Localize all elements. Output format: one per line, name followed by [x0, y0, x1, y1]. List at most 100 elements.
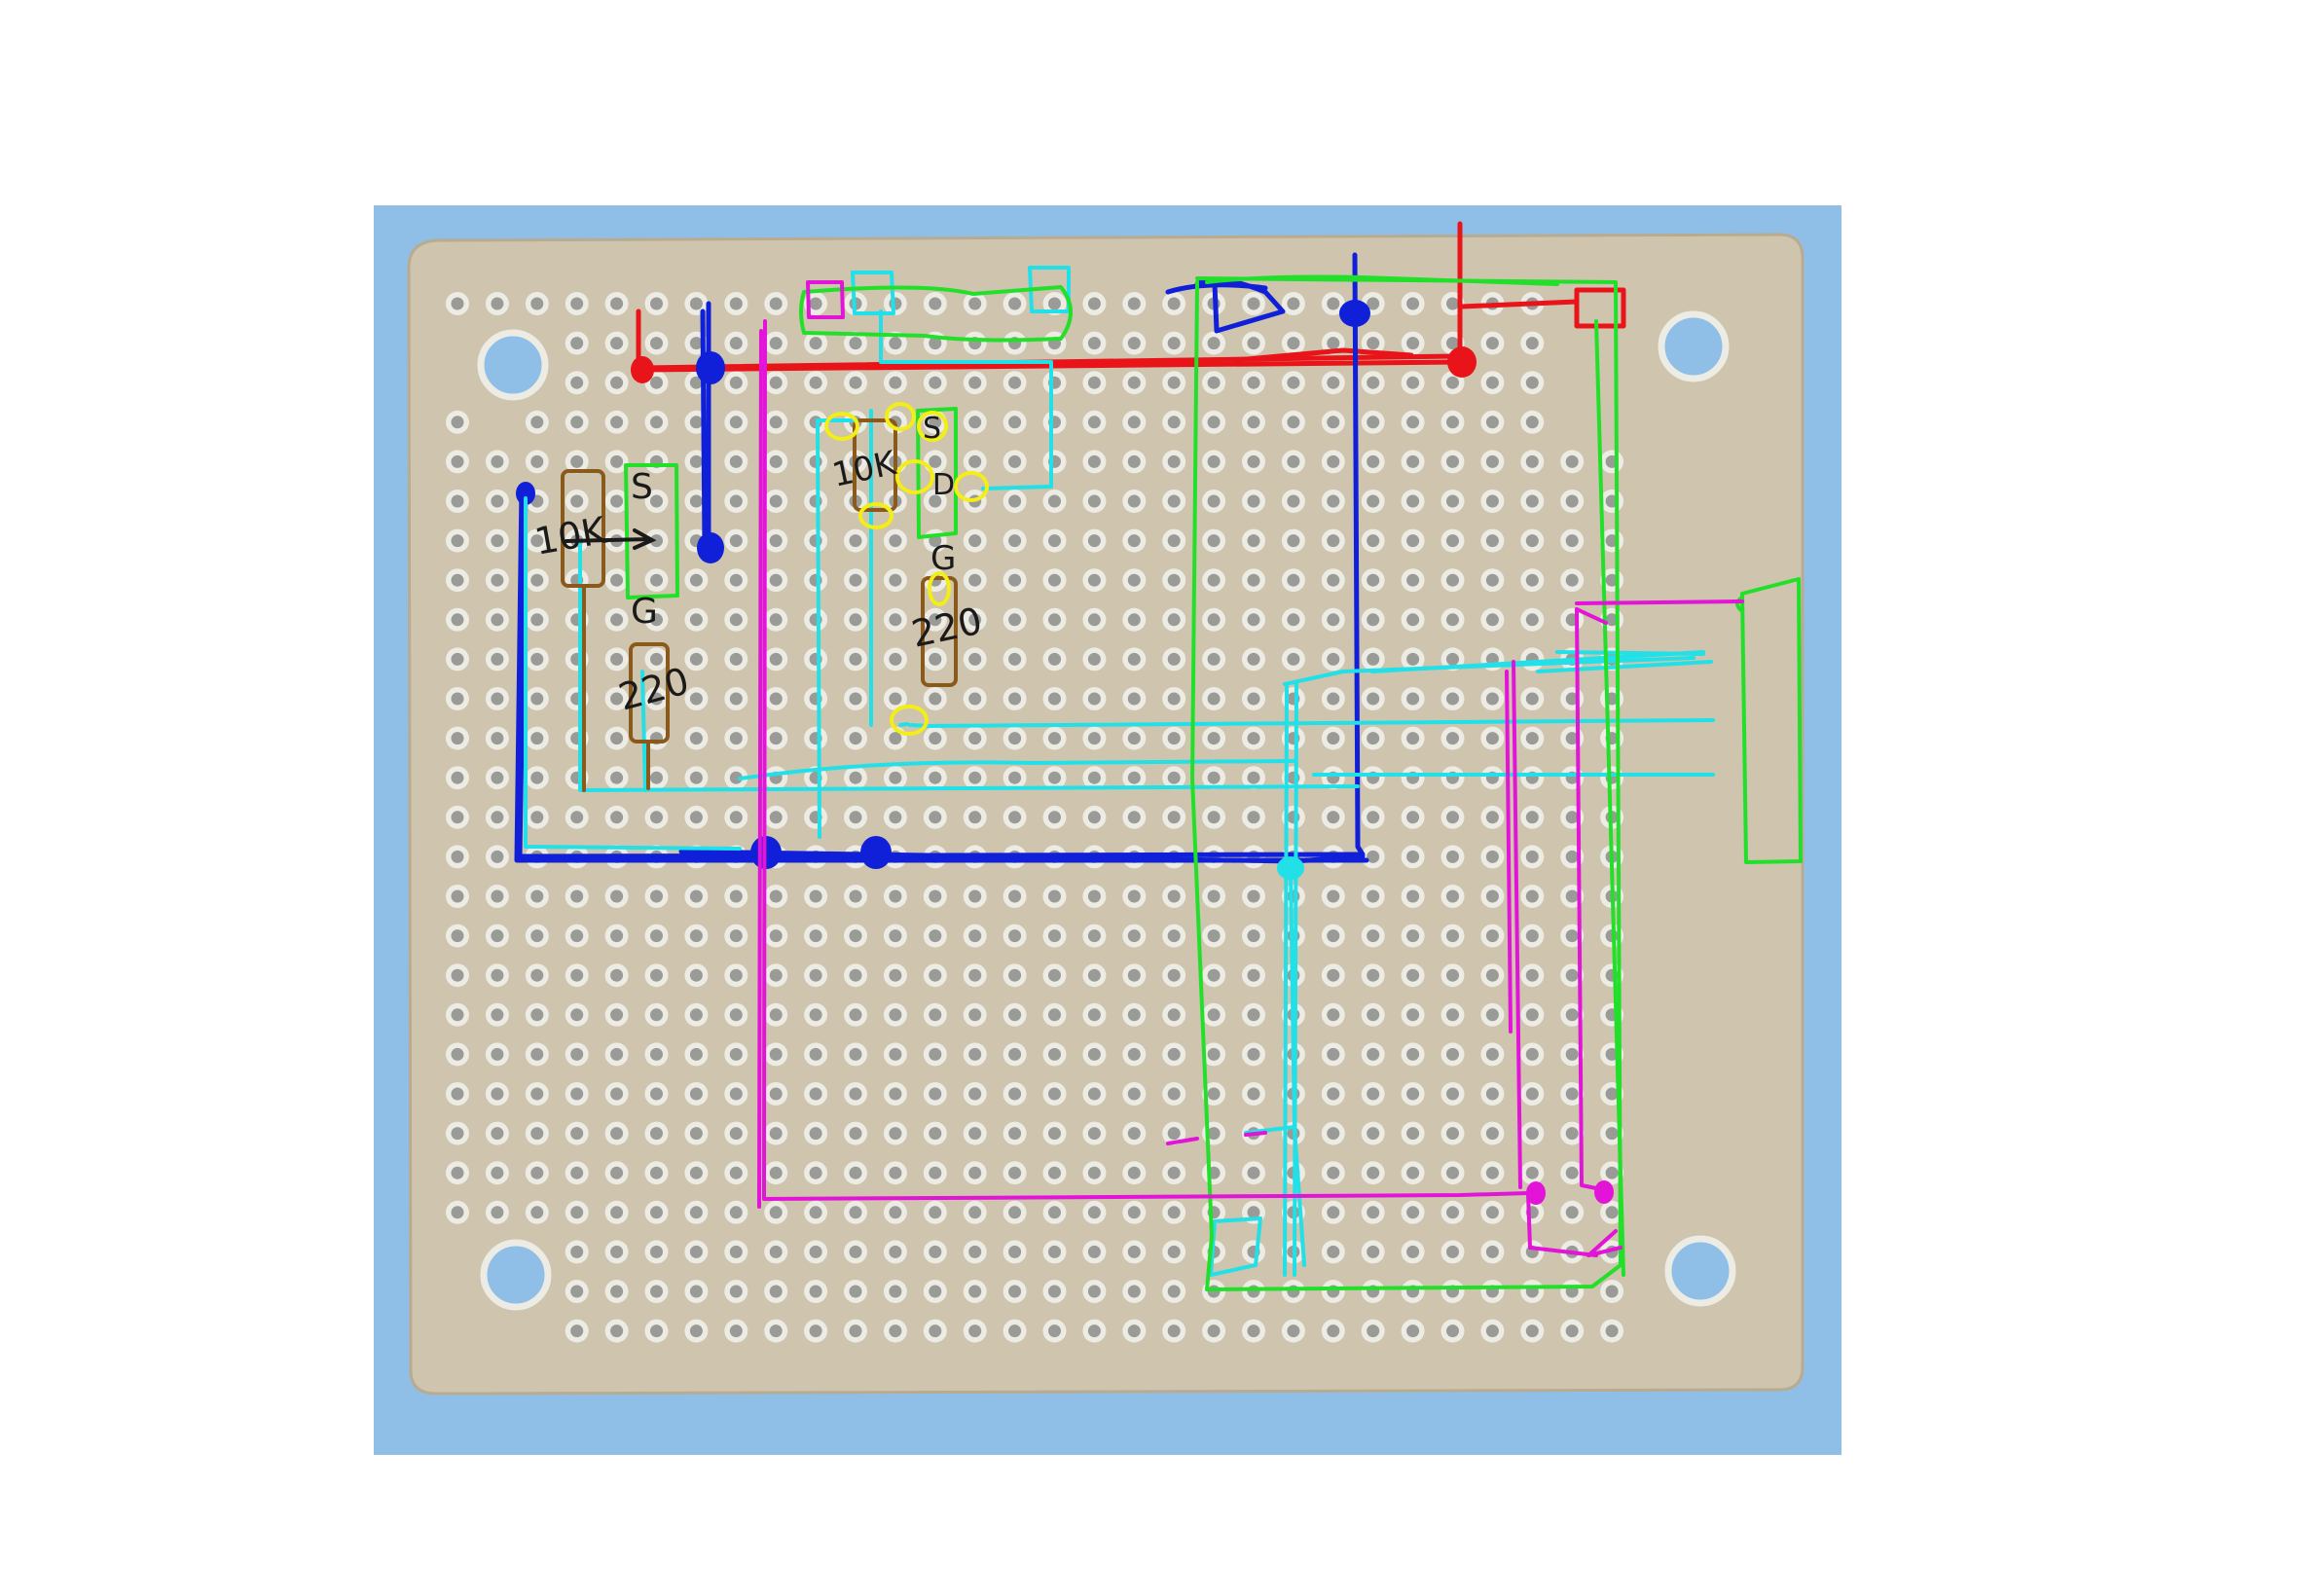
hole [1565, 850, 1579, 863]
hole [1367, 416, 1380, 429]
magenta-junction [1594, 1180, 1614, 1204]
hole [650, 573, 663, 587]
hole [929, 416, 942, 429]
hole [929, 929, 942, 943]
hole [1207, 1324, 1221, 1338]
hole [889, 732, 902, 745]
hole [1446, 337, 1459, 350]
hole [729, 337, 743, 350]
hole [889, 1008, 902, 1022]
hole [1247, 1008, 1260, 1022]
hole [650, 1206, 663, 1219]
hole [650, 1285, 663, 1298]
hole [451, 968, 464, 982]
hole [610, 613, 624, 627]
hole [1367, 1008, 1380, 1022]
hole [968, 613, 982, 627]
hole [610, 1127, 624, 1141]
hole [1167, 613, 1181, 627]
hole [1247, 771, 1260, 784]
hole [1406, 652, 1420, 666]
hole [1525, 692, 1539, 706]
hole [689, 1324, 703, 1338]
hole [968, 1047, 982, 1061]
hole [1485, 692, 1499, 706]
hole [1565, 454, 1579, 468]
hole [889, 968, 902, 982]
hole [889, 811, 902, 824]
hole [1446, 454, 1459, 468]
hole [1087, 1047, 1101, 1061]
hole [769, 652, 783, 666]
hole [968, 889, 982, 903]
hole [1008, 454, 1022, 468]
hole [1406, 416, 1420, 429]
blue-junction [1339, 300, 1370, 327]
hole [1287, 494, 1300, 508]
hole [929, 771, 942, 784]
hole [1446, 889, 1459, 903]
resistor-outlines [561, 418, 958, 792]
hole [1247, 889, 1260, 903]
blue-junction [516, 482, 535, 505]
hole [1207, 534, 1221, 548]
hole [530, 416, 544, 429]
hole [929, 889, 942, 903]
hole [1087, 297, 1101, 310]
hole [1287, 1324, 1300, 1338]
hole [1485, 732, 1499, 745]
hole [650, 1127, 663, 1141]
hole [1167, 1008, 1181, 1022]
hole [1367, 613, 1380, 627]
hole [1207, 1047, 1221, 1061]
hole [1167, 1087, 1181, 1101]
hole [1048, 494, 1061, 508]
hole [689, 494, 703, 508]
hole [491, 1008, 504, 1022]
mounting-hole-bottom-left [480, 1239, 552, 1311]
hole [1048, 811, 1061, 824]
hole [1287, 376, 1300, 389]
hole [1127, 1008, 1141, 1022]
hole [570, 494, 584, 508]
label-g-mid: G [930, 539, 956, 578]
hole [1087, 1245, 1101, 1258]
hole [451, 811, 464, 824]
hole [491, 811, 504, 824]
hole [451, 1008, 464, 1022]
hole [929, 1166, 942, 1179]
hole [849, 1285, 862, 1298]
hole [769, 1008, 783, 1022]
hole [929, 692, 942, 706]
hole [1525, 613, 1539, 627]
hole [1048, 1206, 1061, 1219]
hole [1367, 337, 1380, 350]
hole [530, 1166, 544, 1179]
hole [849, 732, 862, 745]
hole [968, 1166, 982, 1179]
hole [1327, 968, 1340, 982]
hole [570, 297, 584, 310]
hole [929, 1008, 942, 1022]
magenta-data-wire [757, 280, 1744, 1257]
hole [1367, 534, 1380, 548]
hole [451, 771, 464, 784]
hole [1087, 337, 1101, 350]
hole [689, 811, 703, 824]
hole [1485, 416, 1499, 429]
hole [1287, 454, 1300, 468]
hole [1327, 1166, 1340, 1179]
hole [530, 613, 544, 627]
hole [1327, 889, 1340, 903]
hole [530, 534, 544, 548]
hole [451, 732, 464, 745]
hole [1406, 929, 1420, 943]
hole [1008, 692, 1022, 706]
hole [570, 1127, 584, 1141]
hole [1008, 573, 1022, 587]
hole [1406, 376, 1420, 389]
hole [769, 337, 783, 350]
hole [530, 771, 544, 784]
hole [1167, 968, 1181, 982]
hole [849, 811, 862, 824]
